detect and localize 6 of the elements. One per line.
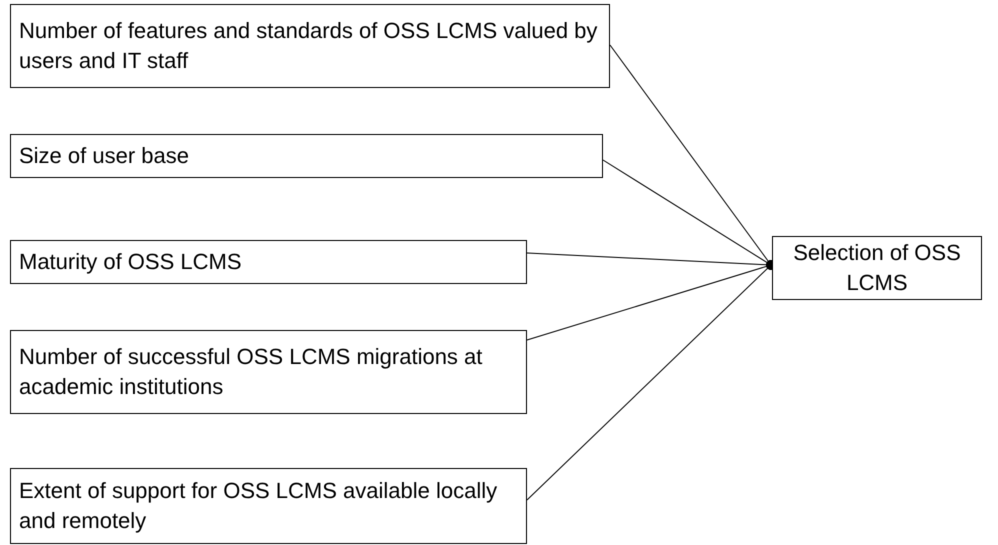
text-box: Number of successful OSS LCMS migrations at academic institutions (10, 330, 527, 414)
text-box: Extent of support for OSS LCMS available locally and remotely (10, 468, 527, 544)
text-box: Selection of OSS LCMS (772, 236, 982, 300)
text-box: Size of user base (10, 134, 603, 178)
text-box: Maturity of OSS LCMS (10, 240, 527, 284)
text-box: Number of features and standards of OSS LCMS valued by users and IT staff (10, 4, 610, 88)
